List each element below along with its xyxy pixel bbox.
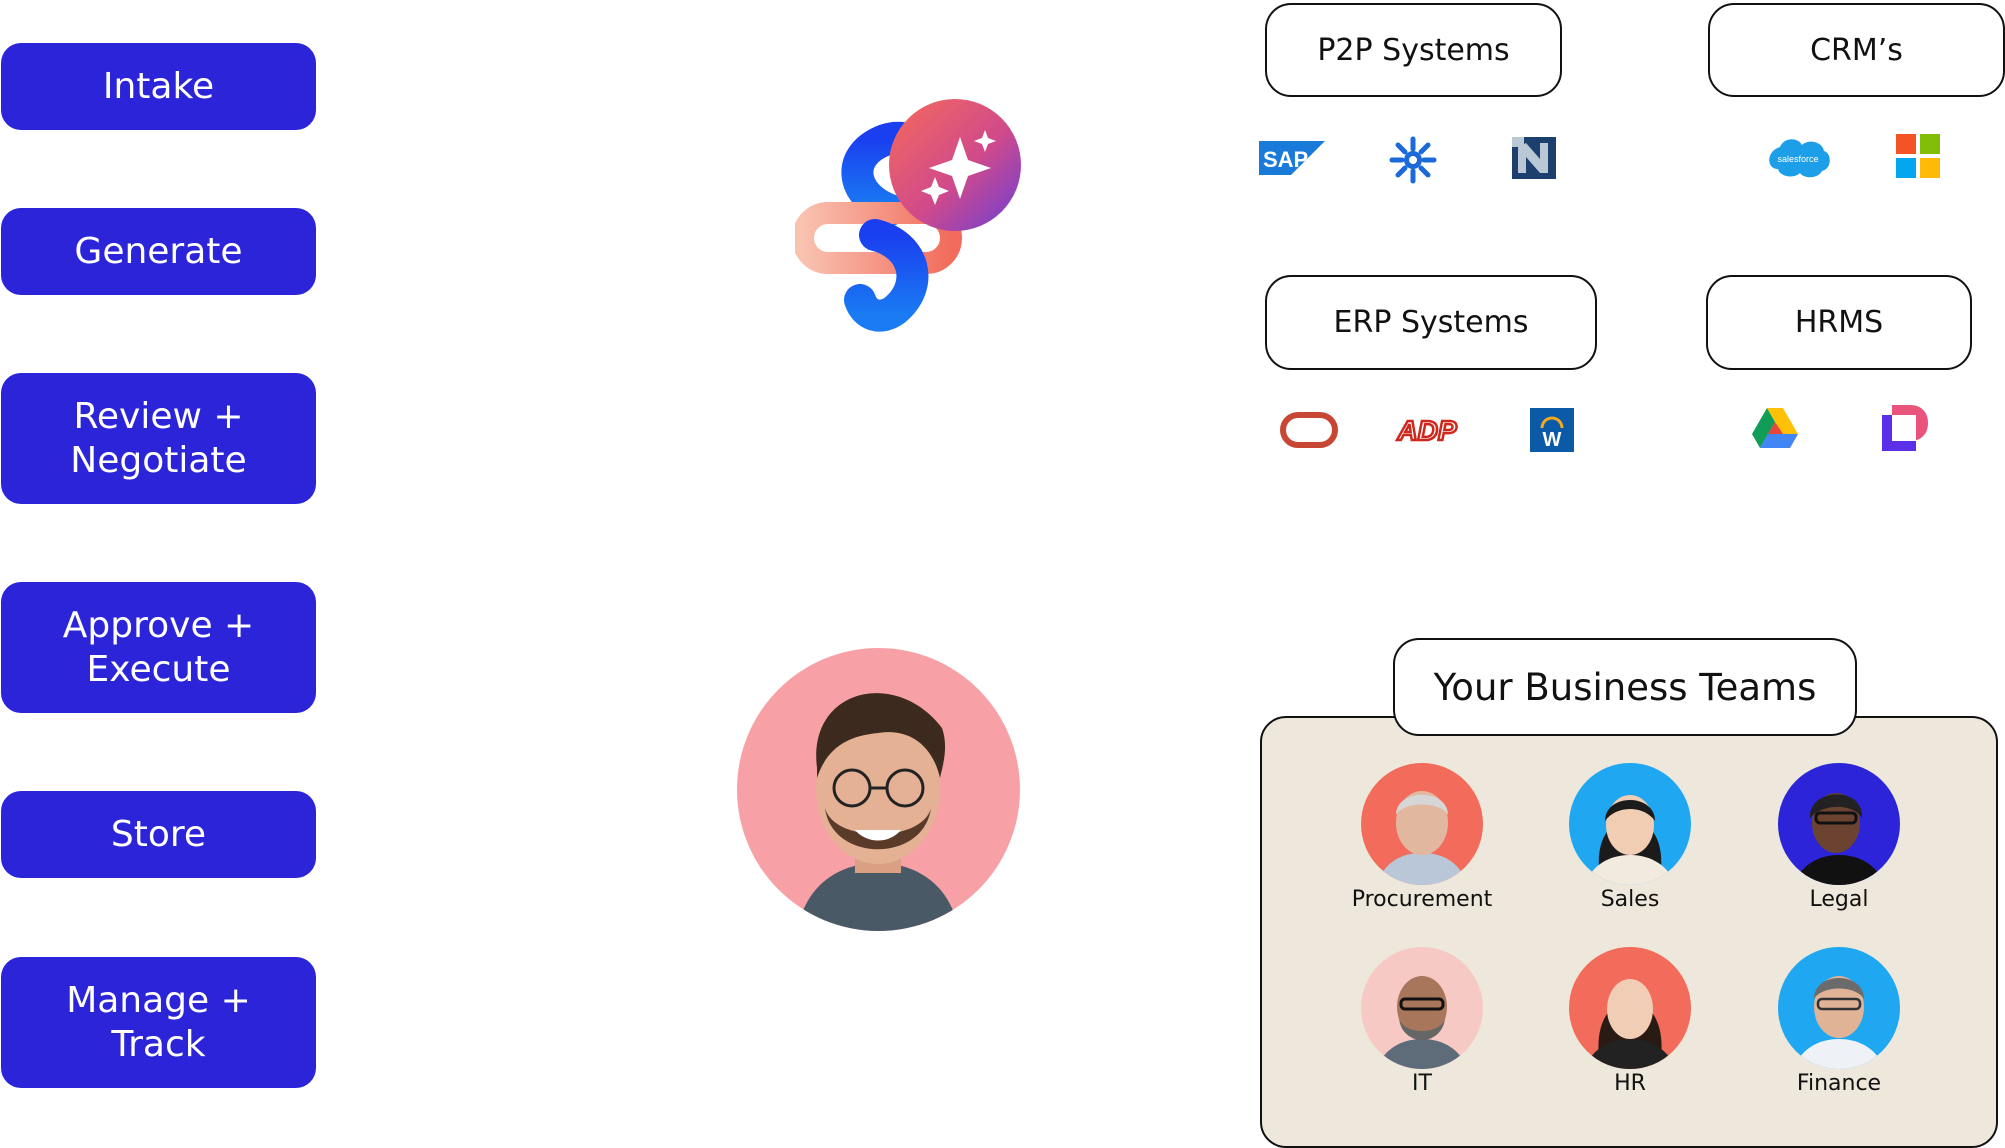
stage-manage-track-button[interactable]: Manage + Track xyxy=(1,957,316,1088)
avatar xyxy=(1569,763,1691,885)
svg-text:salesforce: salesforce xyxy=(1777,154,1818,164)
stage-approve-execute-button[interactable]: Approve + Execute xyxy=(1,582,316,713)
avatar xyxy=(1778,763,1900,885)
team-member-sales: Sales xyxy=(1540,763,1720,912)
netsuite-logo-icon xyxy=(1512,137,1556,179)
person-icon xyxy=(1584,795,1676,885)
team-member-hr: HR xyxy=(1540,947,1720,1096)
business-teams-title: Your Business Teams xyxy=(1393,638,1857,736)
google-drive-logo-icon xyxy=(1752,408,1798,448)
person-icon xyxy=(1793,793,1885,885)
avatar xyxy=(1361,947,1483,1069)
team-label: Procurement xyxy=(1351,887,1493,912)
category-p2p-systems: P2P Systems xyxy=(1265,3,1562,97)
team-label: Sales xyxy=(1600,887,1660,912)
sap-logo-icon: SAP xyxy=(1259,141,1325,175)
workday-logo-icon: W xyxy=(1530,408,1574,452)
stage-intake-button[interactable]: Intake xyxy=(1,43,316,130)
oracle-logo-icon xyxy=(1280,412,1338,448)
team-member-procurement: Procurement xyxy=(1332,763,1512,912)
stage-generate-button[interactable]: Generate xyxy=(1,208,316,295)
person-icon xyxy=(1793,976,1885,1069)
team-label: Legal xyxy=(1809,887,1869,912)
person-icon xyxy=(1376,791,1468,885)
salesforce-logo-icon: salesforce xyxy=(1769,139,1830,178)
ai-platform-logo-icon xyxy=(795,99,1021,332)
category-hrms: HRMS xyxy=(1706,275,1972,370)
person-icon xyxy=(1584,979,1676,1069)
adp-logo-icon: ADP xyxy=(1395,414,1458,447)
avatar xyxy=(1361,763,1483,885)
svg-text:SAP: SAP xyxy=(1263,147,1308,172)
avatar xyxy=(1778,947,1900,1069)
category-crms: CRM’s xyxy=(1708,3,2005,97)
team-label: IT xyxy=(1412,1071,1432,1096)
deel-logo-icon xyxy=(1882,405,1928,451)
stage-review-negotiate-button[interactable]: Review + Negotiate xyxy=(1,373,316,504)
team-label: HR xyxy=(1614,1071,1646,1096)
user-avatar xyxy=(737,648,1020,931)
microsoft-logo-icon xyxy=(1896,134,1940,178)
team-label: Finance xyxy=(1796,1071,1882,1096)
coupa-logo-icon xyxy=(1389,136,1437,184)
person-icon xyxy=(1376,976,1468,1069)
stage-store-button[interactable]: Store xyxy=(1,791,316,878)
team-member-legal: Legal xyxy=(1749,763,1929,912)
team-member-it: IT xyxy=(1332,947,1512,1096)
avatar xyxy=(1569,947,1691,1069)
team-member-finance: Finance xyxy=(1749,947,1929,1096)
svg-text:W: W xyxy=(1543,429,1562,451)
svg-text:ADP: ADP xyxy=(1396,415,1456,446)
category-erp-systems: ERP Systems xyxy=(1265,275,1597,370)
